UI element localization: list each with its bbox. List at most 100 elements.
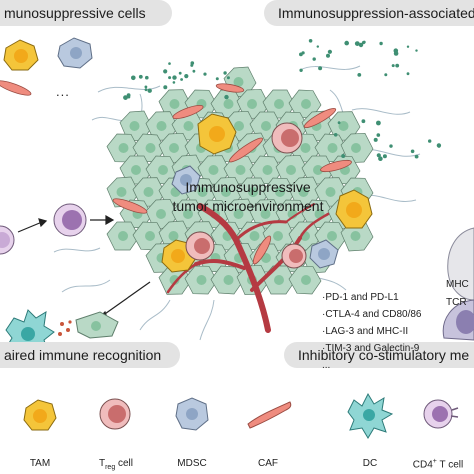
- tumor-cell-nucleus: [234, 121, 244, 131]
- top-left-ellipsis: ...: [56, 84, 70, 99]
- legend-mdsc-label: MDSC: [177, 458, 207, 469]
- checkpoint-list: ·PD-1 and PD-L1 ·CTLA-4 and CD80/86 ·LAG…: [322, 289, 422, 374]
- factor-dot: [318, 66, 323, 71]
- factor-dot: [192, 69, 196, 73]
- tumor-cell-nucleus: [248, 187, 258, 197]
- factor-dot: [327, 49, 332, 54]
- header-inhibitory-co-stimulatory: Inhibitory co-stimulatory me: [284, 342, 474, 368]
- tumor-cell-nucleus: [116, 187, 127, 197]
- factor-dot: [357, 73, 362, 77]
- legend-caf-label: CAF: [258, 458, 278, 469]
- tumor-cell-nucleus: [313, 165, 323, 175]
- tumor-cell-nucleus: [118, 231, 128, 241]
- tumor-cell-nucleus: [298, 187, 309, 197]
- factor-dot: [147, 88, 152, 93]
- factor-dot: [144, 85, 148, 89]
- tumor-cell-nucleus: [223, 99, 234, 109]
- factor-dot: [163, 69, 168, 74]
- factor-dot: [180, 78, 184, 81]
- factor-dot: [428, 139, 432, 143]
- factor-dot: [184, 74, 189, 79]
- factor-dot: [337, 121, 341, 125]
- right-side-cells: [442, 227, 474, 341]
- factor-dot: [316, 45, 319, 48]
- tumor-cell-nucleus: [156, 209, 166, 219]
- tumor-cell-nucleus: [129, 121, 140, 131]
- tumor-cell-nucleus: [131, 165, 141, 175]
- center-label-line2: tumor microenvironment: [172, 198, 324, 214]
- factor-dot: [361, 119, 366, 124]
- legend-treg-label: Treg cell: [86, 458, 146, 471]
- factor-dot: [361, 41, 366, 45]
- factor-dot: [393, 51, 399, 56]
- legend-treg-icon: [99, 398, 131, 430]
- factor-dot: [406, 45, 410, 48]
- factor-dot: [308, 39, 313, 43]
- factor-dot: [376, 133, 381, 137]
- legend-treg-suffix: cell: [115, 458, 134, 469]
- tumor-cell-nucleus: [233, 77, 244, 87]
- factor-dot: [333, 133, 338, 137]
- factor-dot: [123, 95, 128, 100]
- tam-cell-2: [335, 189, 373, 229]
- factor-dot: [391, 64, 395, 68]
- factor-dot: [203, 72, 207, 76]
- tumor-cell-nucleus: [223, 275, 234, 285]
- factor-dot: [145, 75, 149, 80]
- secreted-factors: [123, 39, 442, 161]
- legend-dc-label: DC: [362, 458, 378, 469]
- factor-dot: [178, 71, 182, 75]
- factor-dot: [172, 75, 177, 80]
- tumor-cell-nucleus: [275, 187, 285, 197]
- factor-dot: [312, 57, 316, 61]
- factor-dot: [376, 153, 381, 158]
- legend-cd4-sup: +: [432, 458, 437, 465]
- factor-dot: [341, 154, 346, 158]
- tumor-cell-nucleus: [261, 121, 271, 131]
- factor-dot: [163, 85, 168, 90]
- tumor-cell-nucleus: [158, 165, 168, 175]
- factor-dot: [299, 52, 303, 57]
- tumor-cell-nucleus: [221, 187, 231, 197]
- header-immunosuppression-associated: Immunosuppression-associated: [264, 0, 474, 26]
- tcr-label: TCR: [446, 297, 467, 308]
- tumor-cell-nucleus: [274, 275, 284, 285]
- treg-cell-3: [281, 243, 307, 269]
- center-label: Immunosuppressive tumor microenvironment: [168, 178, 328, 216]
- factor-dot: [414, 154, 419, 159]
- factor-dot: [373, 137, 378, 142]
- tumor-cell-nucleus: [301, 99, 311, 109]
- factor-dot: [379, 41, 383, 46]
- tumor-cell-nucleus: [301, 275, 311, 285]
- tumor-cell-nucleus: [196, 275, 207, 285]
- header-immunosuppressive-cells: munosuppressive cells: [0, 0, 172, 26]
- tumor-cell-nucleus: [118, 143, 129, 153]
- tumor-cell-nucleus: [262, 165, 273, 175]
- checkpoint-item: ·PD-1 and PD-L1: [322, 292, 399, 303]
- factor-dot: [168, 62, 171, 65]
- checkpoint-item: ·LAG-3 and MHC-II: [322, 326, 409, 337]
- factor-dot: [378, 156, 383, 161]
- tumor-cell-nucleus: [169, 143, 179, 153]
- treg-cell-2: [185, 231, 215, 261]
- factor-dot: [406, 72, 410, 76]
- tumor-cell-nucleus: [183, 209, 193, 219]
- checkpoint-item: ·CTLA-4 and CD80/86: [322, 309, 422, 320]
- tumor-cell-nucleus: [183, 121, 194, 131]
- factor-dot: [131, 75, 136, 81]
- factor-dot: [410, 149, 415, 154]
- mdsc-cell-2: [309, 239, 339, 269]
- tumor-cell-nucleus: [350, 231, 361, 241]
- legend-tam-label: TAM: [29, 458, 51, 469]
- factor-dot: [437, 145, 441, 148]
- treg-cell-1: [271, 122, 303, 154]
- mdsc-cell-1: [171, 165, 201, 195]
- legend-cd4-suffix: T cell: [436, 459, 464, 471]
- factor-dot: [354, 41, 360, 46]
- legend-cd4-prefix: CD4: [412, 459, 433, 471]
- factor-dot: [376, 120, 381, 126]
- factor-dot: [223, 71, 227, 75]
- factor-dot: [389, 144, 393, 148]
- factor-dot: [224, 94, 229, 100]
